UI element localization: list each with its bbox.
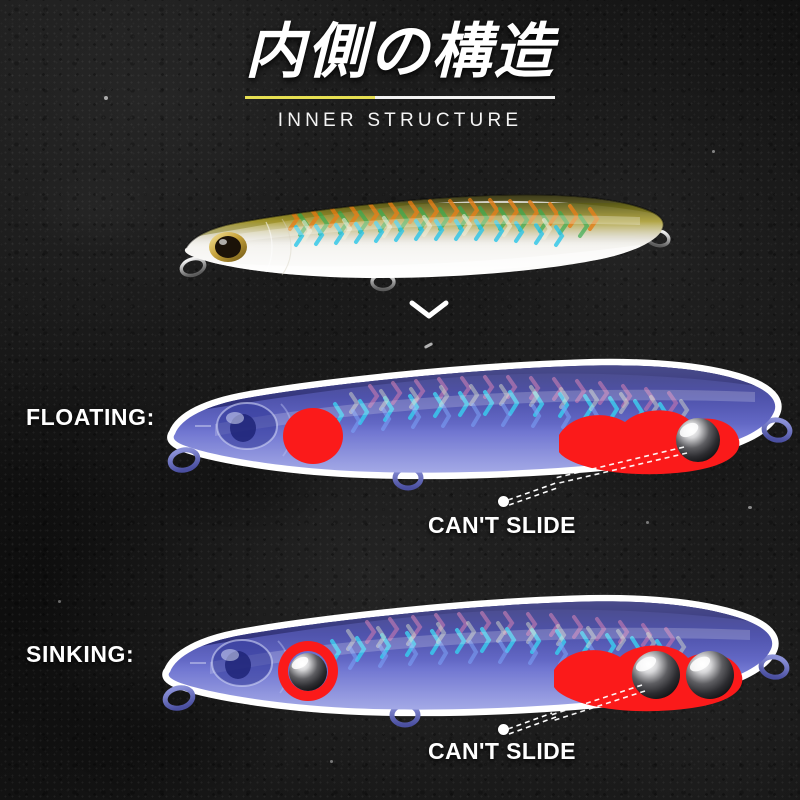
lure-eye <box>209 232 247 262</box>
header: 内側の構造 INNER STRUCTURE <box>0 22 800 132</box>
callout-dot-floating <box>498 496 509 507</box>
divider-segment-white <box>375 96 555 99</box>
background-speck <box>712 150 715 153</box>
callout-dot-sinking <box>498 724 509 735</box>
title-divider <box>245 96 555 99</box>
hook-eyelet-icon <box>162 654 790 728</box>
background-speck <box>646 521 649 524</box>
leader-line-internal <box>554 446 688 484</box>
callout-text-sinking: CAN'T SLIDE <box>428 738 576 764</box>
weight-ball <box>289 653 327 691</box>
weight-ball <box>632 651 680 699</box>
callout-text-floating: CAN'T SLIDE <box>428 512 576 538</box>
lure-body <box>184 194 664 279</box>
diagram-sinking-lure <box>150 588 795 728</box>
background-speck <box>104 96 108 100</box>
label-floating: FLOATING: <box>26 404 155 430</box>
label-sinking: SINKING: <box>26 641 135 667</box>
page-title-japanese: 内側の構造 <box>245 17 555 87</box>
leader-line-internal <box>547 684 646 722</box>
background-speck <box>58 600 61 603</box>
chevron-down-icon <box>409 300 449 320</box>
diagram-floating-lure <box>155 352 795 491</box>
product-photo-lure <box>170 175 671 300</box>
divider-segment-yellow <box>245 96 376 99</box>
background-speck <box>748 506 752 509</box>
lure-head-detail <box>190 639 290 694</box>
weight-ball <box>676 418 720 462</box>
chamber-front <box>283 408 343 464</box>
lure-head-detail <box>195 402 293 457</box>
page-subtitle-english: INNER STRUCTURE <box>277 110 523 131</box>
background-speck <box>330 760 333 763</box>
weight-ball <box>686 651 734 699</box>
